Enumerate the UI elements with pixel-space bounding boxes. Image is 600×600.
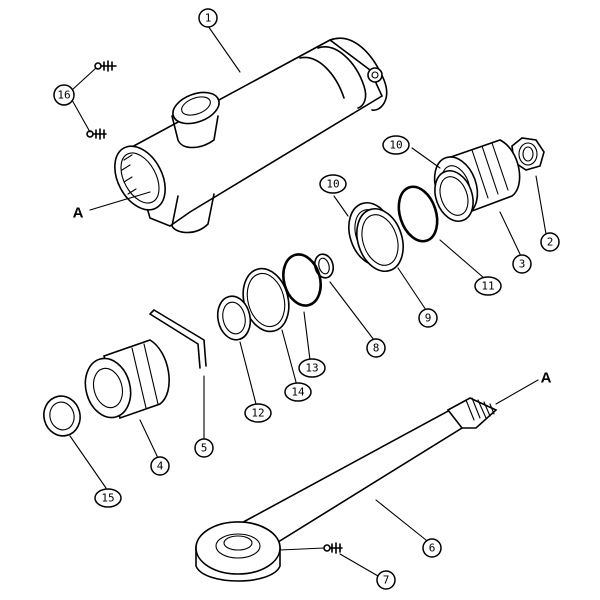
callout-1: 1 [198, 8, 218, 28]
callout-10-lower-text: 10 [326, 178, 339, 191]
callout-5-text: 5 [201, 442, 208, 455]
o-ring-11 [397, 185, 439, 243]
callout-13-text: 13 [305, 362, 318, 375]
callout-12-text: 12 [251, 407, 264, 420]
cylinder-barrel [114, 37, 388, 234]
callout-6-text: 6 [429, 542, 436, 555]
callout-16-text: 16 [57, 89, 70, 102]
callout-14-text: 14 [291, 386, 305, 399]
callout-2: 2 [540, 232, 560, 252]
grease-fitting-rod [323, 542, 343, 554]
callout-7-text: 7 [383, 574, 390, 587]
o-ring-13 [282, 253, 322, 307]
callout-10-upper-text: 10 [389, 139, 402, 152]
reference-marker-a-right: A [541, 370, 552, 387]
callout-4-text: 4 [157, 460, 164, 473]
callouts: 1 16 10 10 2 3 11 9 [53, 8, 560, 590]
callout-4: 4 [150, 456, 170, 476]
callout-6: 6 [422, 538, 442, 558]
leader-lines [69, 25, 547, 577]
callout-12: 12 [244, 403, 272, 423]
callout-15-text: 15 [101, 492, 114, 505]
hex-key [149, 309, 207, 369]
callout-5: 5 [194, 438, 214, 458]
ring-14 [242, 267, 290, 333]
wear-ring-9 [356, 208, 404, 272]
callout-13: 13 [298, 358, 326, 378]
wiper-ring [43, 395, 81, 437]
callout-2-text: 2 [547, 236, 554, 249]
callout-11-text: 11 [481, 280, 494, 293]
ring-12 [216, 295, 252, 341]
callout-8: 8 [366, 338, 386, 358]
grease-fitting-upper [94, 60, 117, 72]
callout-14: 14 [284, 382, 312, 402]
reference-marker-a-left: A [73, 205, 84, 222]
piston-rod [195, 397, 498, 582]
callout-15: 15 [94, 488, 122, 508]
callout-8-text: 8 [373, 342, 380, 355]
callout-11: 11 [474, 276, 502, 296]
callout-9-text: 9 [425, 312, 432, 325]
callout-1-text: 1 [205, 12, 212, 25]
callout-3: 3 [512, 254, 532, 274]
callout-3-text: 3 [519, 258, 526, 271]
callout-7: 7 [376, 570, 396, 590]
callout-9: 9 [418, 308, 438, 328]
gland [84, 339, 170, 420]
callout-10-upper: 10 [382, 135, 410, 155]
callout-10-lower: 10 [319, 174, 347, 194]
grease-fitting-lower [86, 128, 107, 140]
callout-16: 16 [53, 84, 75, 106]
hex-nut [511, 137, 545, 171]
backup-ring-upper [434, 170, 474, 222]
